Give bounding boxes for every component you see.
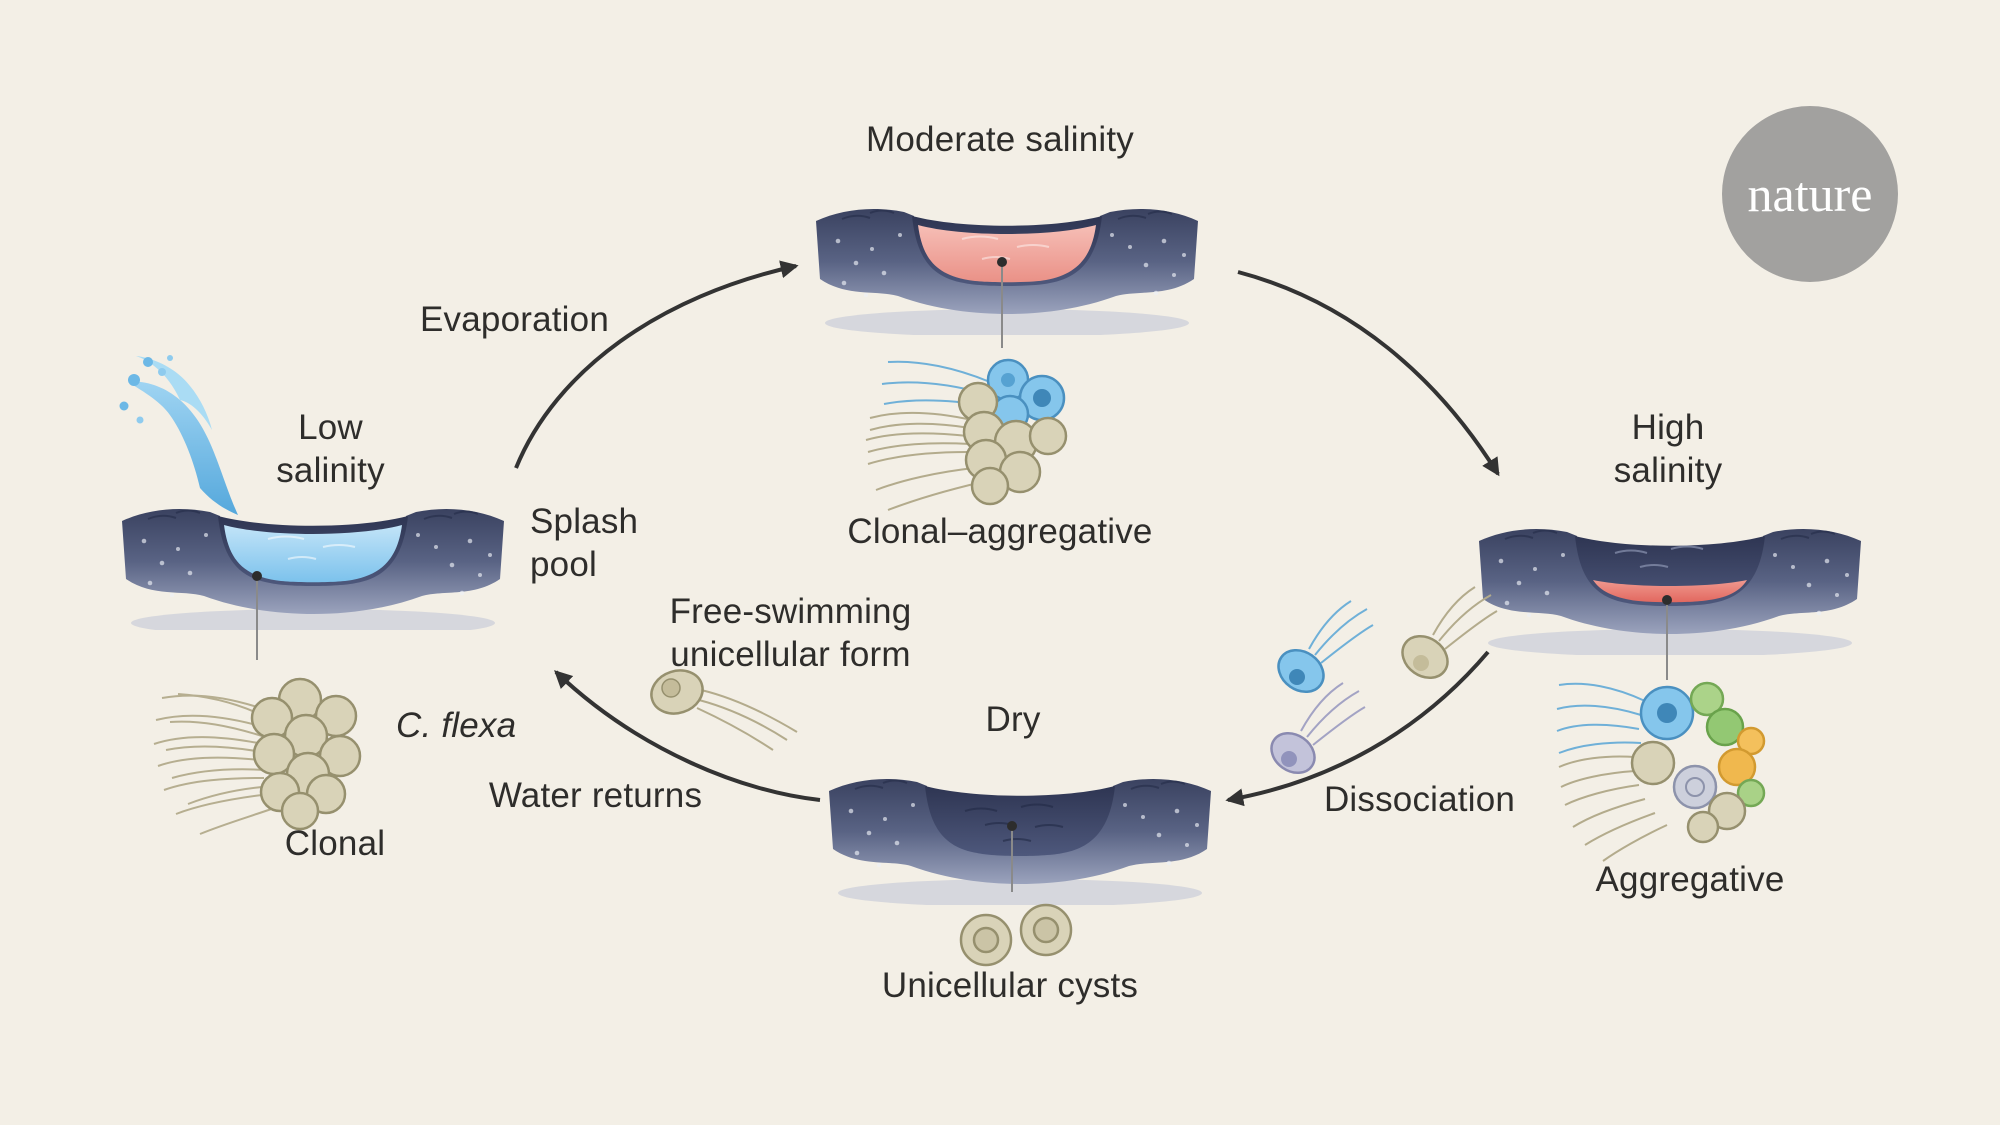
- aggregative-label: Aggregative: [1595, 860, 1785, 899]
- dry-pool-illustration: [829, 779, 1211, 905]
- nature-logo: nature: [1722, 106, 1898, 282]
- evaporation-arrow: [514, 260, 799, 469]
- blue-swimming-cell: [1277, 600, 1374, 694]
- low-salinity-title: Low salinity: [276, 408, 385, 491]
- unicellular-cysts-label: Unicellular cysts: [881, 966, 1139, 1005]
- low-salinity-pool-illustration: [119, 355, 504, 630]
- water-returns-label: Water returns: [488, 776, 703, 815]
- pool-water-high: [1593, 580, 1747, 603]
- clonal-aggregative-label: Clonal–aggregative: [847, 512, 1153, 551]
- moderate-salinity-title: Moderate salinity: [866, 120, 1134, 159]
- flagella: [696, 689, 798, 751]
- clonal-aggregative-cell-cluster: [865, 358, 1068, 511]
- species-label: C. flexa: [396, 706, 517, 745]
- splash-wave: [119, 355, 238, 515]
- unicellular-cysts-cells: [959, 903, 1073, 967]
- low-pool: [122, 509, 504, 630]
- pool-water-moderate: [918, 225, 1096, 283]
- clonal-cell-cluster: [153, 677, 362, 835]
- dissociation-label: Dissociation: [1323, 780, 1516, 819]
- moderate-to-high-arrow: [1237, 270, 1500, 477]
- nature-logo-text: nature: [1747, 166, 1873, 222]
- free-swimming-label: Free-swimming unicellular form: [669, 592, 912, 675]
- aggregative-cell-cluster: [1556, 681, 1766, 862]
- dissociating-cells: [1270, 586, 1498, 775]
- tan-swimming-cell: [1401, 586, 1498, 680]
- high-salinity-pool-illustration: [1479, 529, 1861, 655]
- moderate-salinity-pool-illustration: [816, 209, 1198, 335]
- splash-pool-label: Splash pool: [530, 502, 639, 585]
- high-salinity-title: High salinity: [1613, 408, 1723, 491]
- purple-swimming-cell: [1270, 682, 1366, 775]
- flagella: [1556, 682, 1668, 862]
- evaporation-label: Evaporation: [420, 300, 609, 339]
- clonal-label: Clonal: [284, 824, 386, 863]
- dry-title: Dry: [985, 700, 1041, 739]
